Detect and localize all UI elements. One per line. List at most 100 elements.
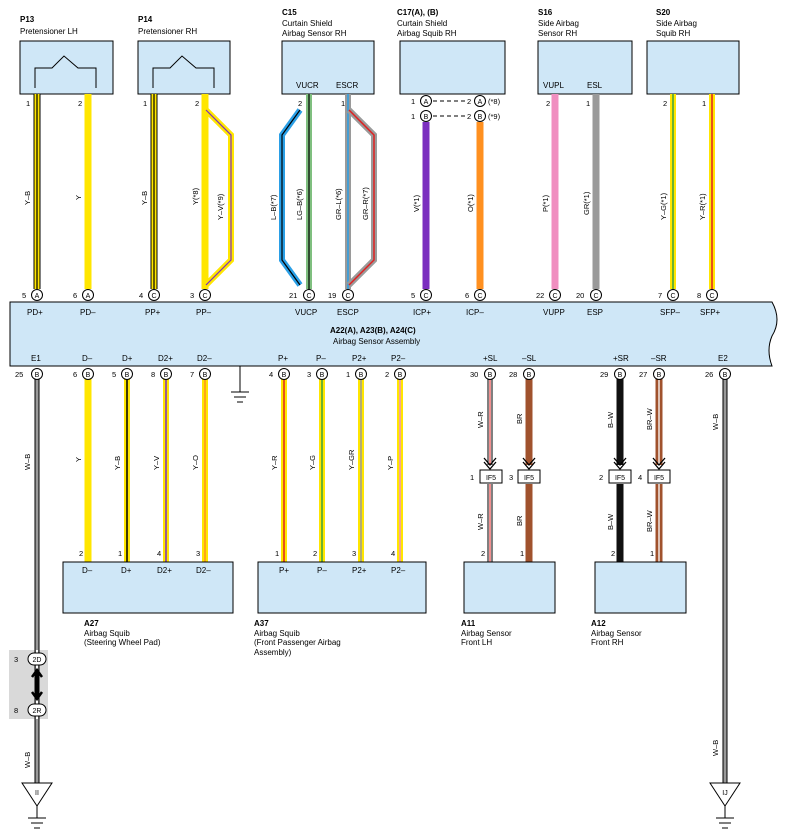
c17-box — [399, 40, 506, 95]
ground-ii: II — [21, 782, 53, 829]
conn-pin-pd-minus: 6 — [73, 291, 77, 300]
term-icp-minus: ICP– — [466, 308, 484, 317]
s20-code: S20 — [656, 8, 671, 17]
c15-pin-2: 2 — [298, 99, 302, 108]
c17-note-9: (*9) — [488, 112, 501, 121]
bconn-letter-p2-minus: B — [398, 372, 403, 379]
junction-top-pin: 3 — [14, 655, 18, 664]
wire-label-p14-2: Y(*8) — [191, 187, 200, 205]
c17-conn-b-right — [474, 110, 486, 122]
component-a27: 2 1 4 3 D– D+ D2+ D2– A27 Airbag Squib (… — [62, 549, 234, 647]
bconn-circle-p-plus — [278, 368, 290, 380]
p14-pin-2: 2 — [195, 99, 199, 108]
a11-pin-2: 1 — [520, 549, 524, 558]
c17-pin-b1: 1 — [411, 112, 415, 121]
wire-label-c15-3: GR–L(*6) — [334, 188, 343, 220]
conn-letter-sfp-minus: C — [670, 293, 675, 300]
c17-conn-b-left — [420, 110, 432, 122]
bconn-pin-p2-plus: 1 — [346, 370, 350, 379]
if5-chevron-sl-minus-2 — [522, 461, 536, 470]
a12-pin-1: 2 — [611, 549, 615, 558]
if5-connectors: IF5 1 IF5 3 IF5 2 IF5 4 — [470, 457, 671, 484]
term-d2-plus: D2+ — [158, 354, 173, 363]
c17-conn-a-left-letter: A — [424, 99, 429, 106]
conn-pin-vupp: 22 — [536, 291, 544, 300]
conn-letter-vucp: C — [306, 293, 311, 300]
term-sl-minus: –SL — [522, 354, 537, 363]
wire-label-sr-plus-top: B–W — [606, 411, 615, 428]
c15-code: C15 — [282, 8, 297, 17]
if5-label-sr-plus: IF5 — [615, 475, 625, 482]
bconn-circle-sl-minus — [523, 368, 535, 380]
conn-letter-vupp: C — [552, 293, 557, 300]
bconn-letter-p2-plus: B — [359, 372, 364, 379]
conn-circle-escp — [342, 289, 354, 301]
component-a11: 2 1 A11 Airbag Sensor Front LH — [461, 549, 556, 647]
s20-name-1: Side Airbag — [656, 19, 697, 28]
term-vupp: VUPP — [543, 308, 565, 317]
conn-letter-sfp-plus: C — [709, 293, 714, 300]
junction-up-chevron-icon — [30, 667, 44, 678]
bconn-letter-p-minus: B — [320, 372, 325, 379]
conn-circle-sfp-plus — [706, 289, 718, 301]
p14-name: Pretensioner RH — [138, 27, 197, 36]
a37-term-4: P2– — [391, 566, 406, 575]
component-a37: 1 2 3 4 P+ P– P2+ P2– A37 Airbag Squib (… — [254, 549, 427, 657]
assembly-name: Airbag Sensor Assembly — [333, 337, 420, 346]
conn-letter-icp-minus: C — [477, 293, 482, 300]
term-sfp-minus: SFP– — [660, 308, 681, 317]
wire-label-e1: W–B — [23, 454, 32, 470]
term-sr-minus: –SR — [651, 354, 667, 363]
a27-box — [62, 561, 234, 614]
term-d-plus: D+ — [122, 354, 133, 363]
bconn-letter-d2-plus: B — [164, 372, 169, 379]
wire-label-sr-plus-bottom: B–W — [606, 513, 615, 530]
c17-pin-a1: 1 — [411, 97, 415, 106]
a12-box — [594, 561, 687, 614]
wire-label-p-plus: Y–R — [270, 455, 279, 470]
wire-label-p14-1: Y–B — [140, 191, 149, 205]
a27-term-1: D– — [82, 566, 93, 575]
c15-name-1: Curtain Shield — [282, 19, 332, 28]
bconn-circle-d-minus — [82, 368, 94, 380]
a12-code: A12 — [591, 619, 606, 628]
wire-label-d-plus: Y–B — [113, 456, 122, 470]
wire-escp-grr-stripe — [348, 109, 375, 286]
wire-label-p2-minus: Y–P — [386, 456, 395, 470]
bconn-pin-d-minus: 6 — [73, 370, 77, 379]
s20-pin-2: 2 — [663, 99, 667, 108]
term-sfp-plus: SFP+ — [700, 308, 721, 317]
component-c15: C15 Curtain Shield Airbag Sensor RH VUCR… — [281, 8, 375, 108]
wire-label-sr-minus-top: BR–W — [645, 407, 654, 430]
junction-bottom-label: 2R — [33, 708, 42, 715]
c15-box — [281, 40, 375, 95]
s16-box — [537, 40, 633, 95]
term-pd-minus: PD– — [80, 308, 96, 317]
bconn-letter-sl-minus: B — [527, 372, 532, 379]
if5-pin-sr-minus: 4 — [638, 473, 642, 482]
bconn-circle-sr-plus — [614, 368, 626, 380]
a37-term-3: P2+ — [352, 566, 367, 575]
wire-label-p14-3: Y–V(*9) — [216, 193, 225, 220]
bconn-circle-p2-minus — [394, 368, 406, 380]
a37-code: A37 — [254, 619, 269, 628]
wire-label-s16-1: P(*1) — [541, 194, 550, 212]
term-d-minus: D– — [82, 354, 93, 363]
conn-circle-icp-plus — [420, 289, 432, 301]
if5-chevron-sr-plus-1 — [613, 457, 627, 466]
ground-ij-triangle-icon — [709, 782, 741, 807]
a37-name-2: (Front Passenger Airbag — [254, 638, 341, 647]
conn-pin-pd-plus: 5 — [22, 291, 26, 300]
a37-pin-2: 2 — [313, 549, 317, 558]
wire-label-d2-minus: Y–O — [191, 455, 200, 470]
conn-letter-pp-minus: C — [202, 293, 207, 300]
bconn-pin-d2-plus: 8 — [151, 370, 155, 379]
bconn-pin-p-minus: 3 — [307, 370, 311, 379]
a11-name-2: Front LH — [461, 638, 492, 647]
term-vucp: VUCP — [295, 308, 317, 317]
bconn-letter-d-minus: B — [86, 372, 91, 379]
bconn-circle-e2 — [719, 368, 731, 380]
s16-code: S16 — [538, 8, 553, 17]
bconn-pin-sr-minus: 27 — [639, 370, 647, 379]
